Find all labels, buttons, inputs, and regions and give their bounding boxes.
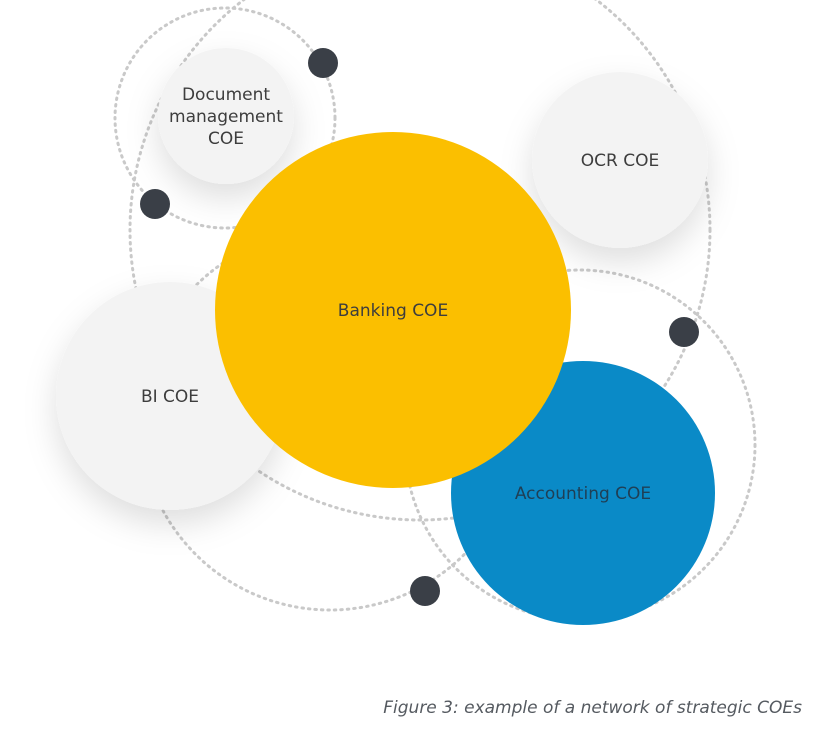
connector-dot-right: [669, 317, 699, 347]
connector-dot-top: [308, 48, 338, 78]
node-banking: Banking COE: [215, 132, 571, 488]
node-document-label-line: Document: [182, 85, 270, 105]
connector-dots: [140, 48, 699, 606]
node-banking-label-line: Banking COE: [338, 301, 448, 321]
node-ocr: OCR COE: [532, 72, 708, 248]
node-banking-circle: [215, 132, 571, 488]
node-bi-label-line: BI COE: [141, 387, 199, 407]
node-document-circle: [158, 48, 294, 184]
ring-document-orbit: [113, 6, 337, 230]
node-document-label-line: COE: [208, 129, 244, 149]
figure-caption: Figure 3: example of a network of strate…: [383, 698, 802, 718]
node-accounting-label-line: Accounting COE: [515, 484, 651, 504]
node-document-label-line: management: [169, 107, 283, 127]
node-ocr-circle: [532, 72, 708, 248]
ring-upper-network: [128, 0, 712, 522]
node-ocr-label-line: OCR COE: [581, 151, 659, 171]
connector-dot-left: [140, 189, 170, 219]
connector-dot-bottom: [410, 576, 440, 606]
